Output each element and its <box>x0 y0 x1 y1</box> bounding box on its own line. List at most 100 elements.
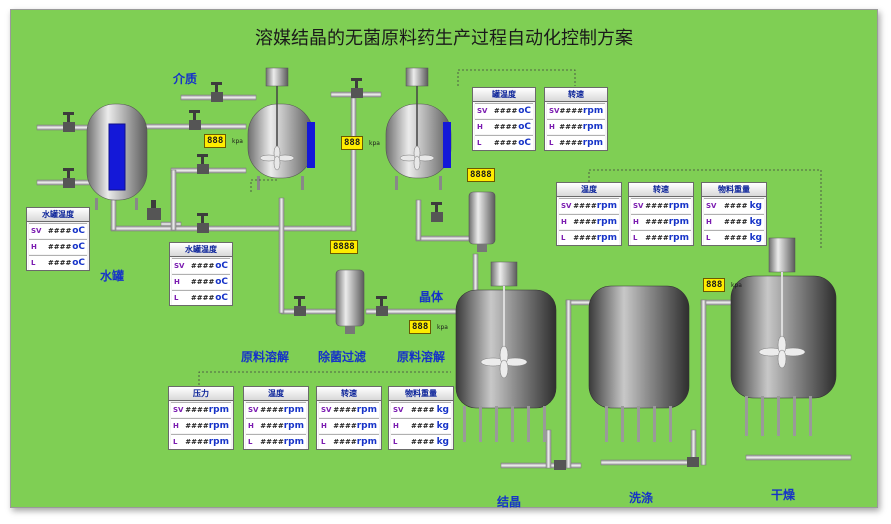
row-unit: rpm <box>582 122 603 132</box>
label-filter: 除菌过滤 <box>318 350 367 364</box>
row-unit: rpm <box>208 421 229 431</box>
row-value: #### <box>724 234 748 242</box>
page-title: 溶媒结晶的无菌原料药生产过程自动化控制方案 <box>255 28 633 49</box>
row-key: SV <box>549 107 560 115</box>
row-unit: oC <box>215 277 228 287</box>
label-crystal: 晶体 <box>419 290 444 304</box>
panel-row-h: H####rpm <box>547 119 605 134</box>
panel-row-sv: SV####rpm <box>171 402 231 417</box>
panel-title: 罐温度 <box>473 88 535 102</box>
row-value: #### <box>573 202 597 210</box>
panel-row-sv: SV####kg <box>704 198 764 213</box>
row-unit: oC <box>72 226 85 236</box>
row-unit: rpm <box>356 421 377 431</box>
row-key: L <box>173 438 178 446</box>
row-value: #### <box>724 202 748 210</box>
panel-title: 温度 <box>244 387 308 401</box>
row-key: L <box>477 139 482 147</box>
panel-row-sv: SV####rpm <box>631 198 691 213</box>
row-value: #### <box>185 406 209 414</box>
label-medium: 介质 <box>173 72 198 86</box>
label-wash: 洗涤 <box>629 491 654 505</box>
row-value: #### <box>47 243 72 251</box>
row-value: #### <box>190 278 215 286</box>
panel-title: 转速 <box>317 387 381 401</box>
panel-row-h: H####kg <box>704 214 764 229</box>
row-unit: oC <box>72 258 85 268</box>
row-value: #### <box>573 218 597 226</box>
water-tank <box>86 103 148 210</box>
row-value: #### <box>47 259 72 267</box>
row-unit: kg <box>436 437 449 447</box>
row-unit: rpm <box>668 201 689 211</box>
row-key: SV <box>633 202 644 210</box>
panel-row-sv: SV####oC <box>172 258 230 273</box>
panel-row-sv: SV####oC <box>29 223 87 238</box>
row-key: L <box>393 438 398 446</box>
row-key: H <box>248 422 254 430</box>
row-value: #### <box>185 422 209 430</box>
row-key: SV <box>174 262 185 270</box>
panel-row-sv: SV####rpm <box>559 198 619 213</box>
row-unit: rpm <box>582 106 604 116</box>
signal-lines <box>198 69 822 385</box>
panel-row-sv: SV####rpm <box>547 103 605 118</box>
row-value: #### <box>411 422 435 430</box>
row-key: H <box>31 243 37 251</box>
row-unit: oC <box>518 106 531 116</box>
panel-row-l: L####kg <box>391 434 451 449</box>
reactor-1 <box>247 67 315 190</box>
row-value: #### <box>411 406 435 414</box>
pressure-display-4: 888 <box>703 278 726 292</box>
panel-row-sv: SV####oC <box>475 103 533 118</box>
row-key: L <box>633 234 638 242</box>
row-value: #### <box>559 139 583 147</box>
panel-row-h: H####rpm <box>246 418 306 433</box>
panel-row-l: L####kg <box>704 230 764 245</box>
row-key: L <box>174 294 179 302</box>
row-key: L <box>549 139 554 147</box>
pressure-unit-4: kpa <box>731 282 742 289</box>
row-value: #### <box>333 438 357 446</box>
row-value: #### <box>493 139 518 147</box>
pressure-unit-1: kpa <box>232 138 243 145</box>
panel-row-h: H####rpm <box>631 214 691 229</box>
row-value: #### <box>260 406 284 414</box>
row-unit: rpm <box>283 437 304 447</box>
row-unit: oC <box>518 122 531 132</box>
panel-title: 物料重量 <box>702 183 766 197</box>
label-dry: 干燥 <box>771 488 796 502</box>
filter-display-2: 8888 <box>467 168 495 182</box>
row-key: H <box>174 278 180 286</box>
row-value: #### <box>333 406 357 414</box>
row-value: #### <box>559 107 583 115</box>
panel-title: 压力 <box>169 387 233 401</box>
dryer-tank <box>730 237 837 436</box>
row-value: #### <box>724 218 748 226</box>
panel-row-l: L####rpm <box>319 434 379 449</box>
row-unit: rpm <box>356 437 377 447</box>
row-unit: rpm <box>596 201 617 211</box>
panel-row-sv: SV####rpm <box>246 402 306 417</box>
row-key: SV <box>393 406 404 414</box>
row-unit: rpm <box>582 138 603 148</box>
panel-row-h: H####kg <box>391 418 451 433</box>
row-unit: kg <box>749 233 762 243</box>
row-unit: kg <box>436 421 449 431</box>
row-value: #### <box>493 123 518 131</box>
row-unit: kg <box>749 201 762 211</box>
row-key: H <box>633 218 639 226</box>
panel-title: 转速 <box>545 88 607 102</box>
row-unit: rpm <box>596 217 617 227</box>
row-key: L <box>248 438 253 446</box>
row-key: SV <box>477 107 488 115</box>
row-key: H <box>706 218 712 226</box>
